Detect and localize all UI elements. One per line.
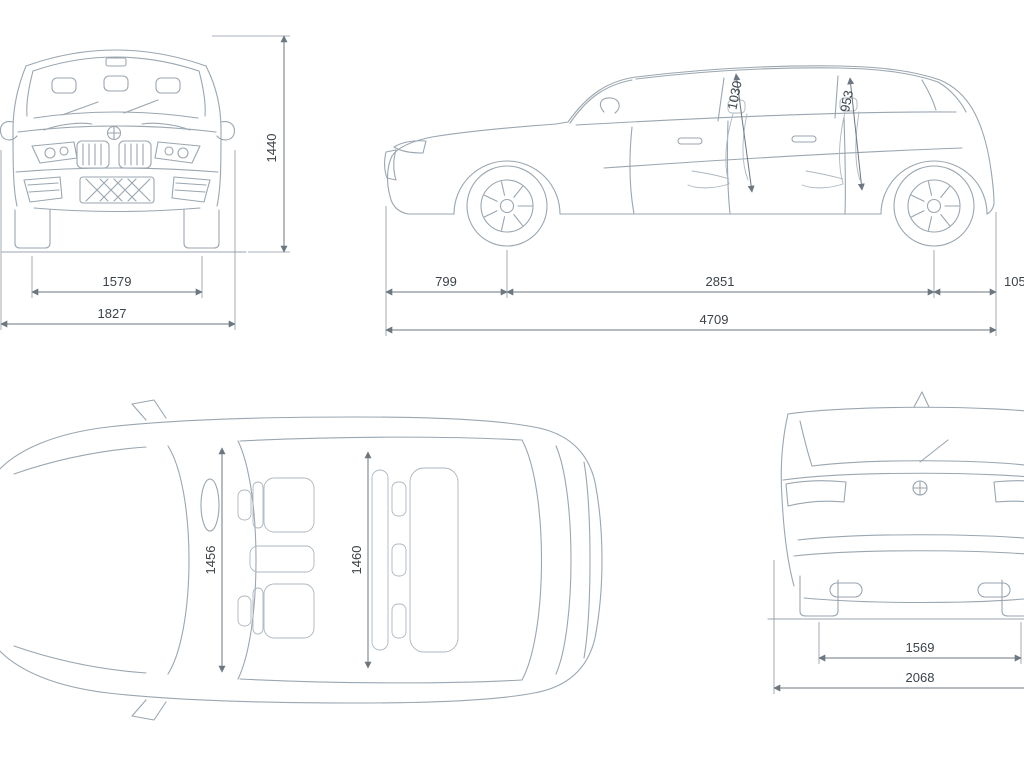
bmw-roundel-icon <box>106 125 122 141</box>
dim-wheelbase: 2851 <box>706 274 735 289</box>
rear-window <box>811 460 1024 467</box>
rear-view-dimensions: 1569 2068 <box>773 560 1024 694</box>
rear-view: 1569 2068 <box>767 391 1024 694</box>
dim-headroom-front: 1030 <box>724 80 744 111</box>
dim-interior-width-rear: 1460 <box>349 546 364 575</box>
top-mirror-left <box>131 399 167 421</box>
dim-rear-width: 2068 <box>906 670 935 685</box>
top-view-seats <box>237 467 459 653</box>
rear-wheel-left <box>799 575 839 617</box>
top-mirror-right <box>131 699 167 721</box>
front-wheel <box>466 165 548 247</box>
front-view-drawing <box>0 49 247 253</box>
side-view-dimensions: 1030 953 799 2851 105 4709 <box>385 73 1024 336</box>
lower-grille <box>79 176 155 204</box>
dim-overhang-rear: 105 <box>1004 274 1024 289</box>
top-view: 1456 1460 <box>0 399 603 721</box>
dim-length: 4709 <box>700 312 729 327</box>
side-view-drawing <box>384 65 995 247</box>
rear-window-front-edge <box>521 439 543 681</box>
exhaust-right <box>977 582 1011 598</box>
dim-front-track: 1579 <box>103 274 132 289</box>
antenna-fin <box>913 391 930 408</box>
front-wheel-arch <box>453 160 561 215</box>
headlight-side <box>393 140 427 154</box>
taillight-right <box>993 480 1024 503</box>
door-handle-front <box>677 137 703 145</box>
kidney-grille-left <box>76 140 110 169</box>
side-mirror <box>599 97 620 114</box>
front-wheel-right <box>183 209 220 249</box>
dim-front-width: 1827 <box>98 306 127 321</box>
headlight-left <box>31 141 78 164</box>
rear-view-drawing <box>767 391 1024 620</box>
side-view-seats <box>687 97 861 189</box>
exhaust-left <box>829 582 863 598</box>
dim-overhang-front: 799 <box>435 274 457 289</box>
rear-bench-cushion <box>409 467 459 653</box>
dim-headroom-rear: 953 <box>837 89 856 113</box>
door-handle-rear <box>791 135 817 143</box>
top-view-dimensions: 1456 1460 <box>203 447 372 673</box>
taillight-left <box>785 480 847 507</box>
bmw-roundel-icon <box>912 480 928 496</box>
rear-bench-backrest <box>371 469 389 651</box>
front-view-dimensions: 1579 1827 1440 <box>0 35 290 330</box>
rear-wheel-arch <box>880 160 988 215</box>
rear-wheel <box>893 165 975 247</box>
kidney-grille-right <box>118 140 152 169</box>
rearview-mirror <box>105 57 127 67</box>
windshield-front-edge <box>167 445 190 675</box>
front-view: 1579 1827 1440 <box>0 35 290 330</box>
dim-front-height: 1440 <box>264 134 279 163</box>
left-mirror <box>0 121 18 141</box>
front-wheel-left <box>14 209 51 249</box>
rear-wheel-right <box>1001 579 1024 617</box>
right-mirror <box>216 121 235 141</box>
top-view-drawing <box>0 399 603 721</box>
center-console <box>249 545 315 573</box>
steering-wheel <box>200 478 220 532</box>
headlight-right <box>154 141 201 164</box>
dim-rear-track: 1569 <box>906 640 935 655</box>
dim-interior-width-front: 1456 <box>203 546 218 575</box>
side-view: 1030 953 799 2851 105 4709 <box>384 65 1024 336</box>
